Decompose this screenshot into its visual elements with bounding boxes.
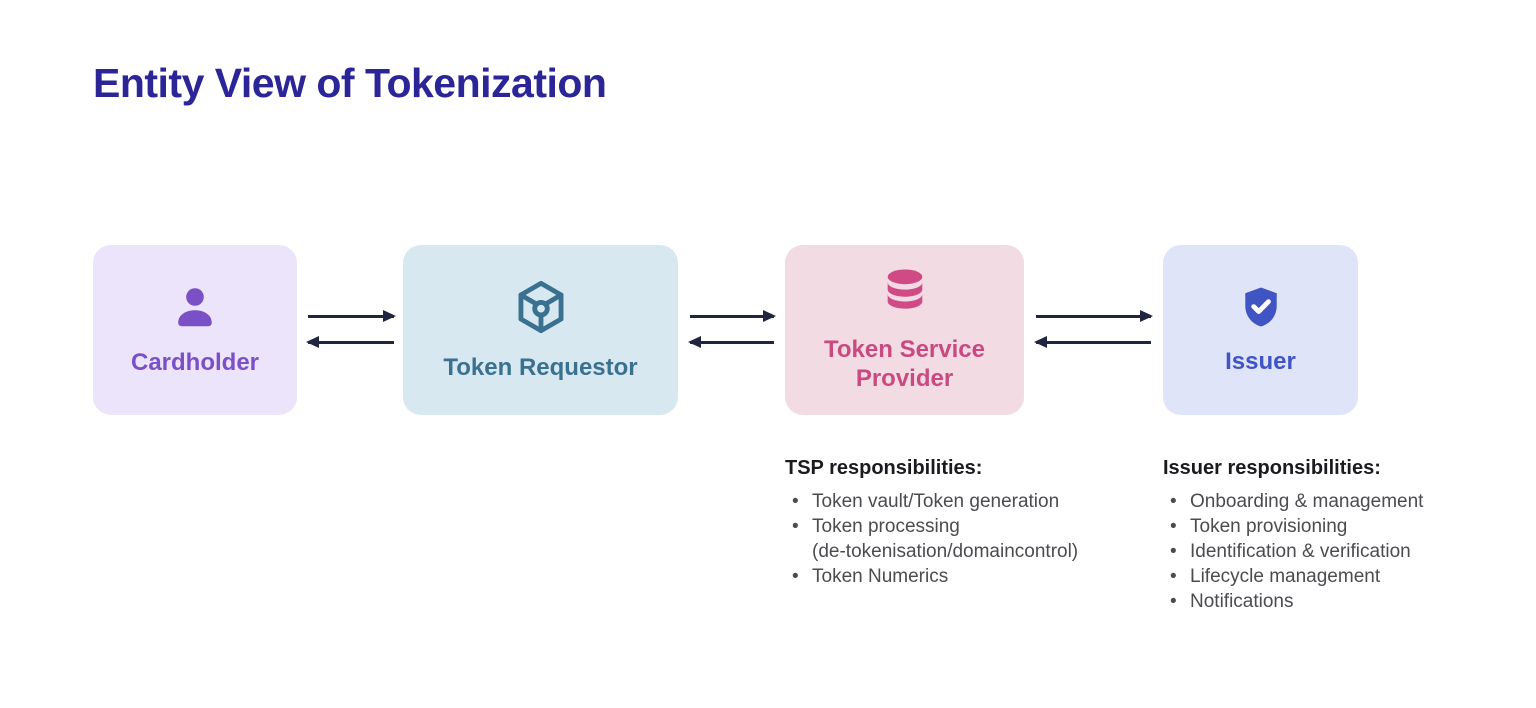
arrow-left-icon (306, 336, 394, 348)
list-item: Notifications (1163, 589, 1473, 614)
arrow-left-icon (1034, 336, 1151, 348)
arrow-left-icon (688, 336, 774, 348)
entity-cardholder: Cardholder (93, 245, 297, 415)
entity-label: Issuer (1225, 347, 1296, 375)
page-title: Entity View of Tokenization (93, 60, 607, 106)
entity-token-service-provider: Token Service Provider (785, 245, 1024, 415)
person-icon (171, 283, 219, 336)
list-item: Token Numerics (785, 564, 1130, 589)
list-item: Token processing (de-tokenisation/domain… (785, 514, 1130, 564)
list-item: Token provisioning (1163, 514, 1473, 539)
list-item: Identification & verification (1163, 539, 1473, 564)
entity-label: Cardholder (130, 348, 259, 376)
issuer-responsibilities: Issuer responsibilities: Onboarding & ma… (1163, 457, 1473, 614)
entity-label: Token Requestor (443, 353, 638, 381)
entity-issuer: Issuer (1163, 245, 1358, 415)
entity-label: Token Service Provider (824, 336, 985, 392)
issuer-responsibilities-heading: Issuer responsibilities: (1163, 457, 1381, 479)
issuer-responsibilities-list: Onboarding & management Token provisioni… (1163, 489, 1473, 614)
tsp-responsibilities-heading: TSP responsibilities: (785, 457, 983, 479)
arrow-right-icon (1036, 310, 1153, 322)
token-cube-icon (512, 278, 570, 341)
arrow-right-icon (308, 310, 396, 322)
list-item: Lifecycle management (1163, 564, 1473, 589)
list-item: Token vault/Token generation (785, 489, 1130, 514)
tsp-responsibilities: TSP responsibilities: Token vault/Token … (785, 457, 1130, 589)
list-item: Onboarding & management (1163, 489, 1473, 514)
arrows-tsp-issuer (1034, 310, 1153, 348)
shield-check-icon (1238, 284, 1284, 335)
tsp-responsibilities-list: Token vault/Token generation Token proce… (785, 489, 1130, 589)
arrows-requestor-tsp (688, 310, 776, 348)
arrow-right-icon (690, 310, 776, 322)
database-icon (879, 266, 931, 323)
entity-token-requestor: Token Requestor (403, 245, 678, 415)
arrows-cardholder-requestor (306, 310, 396, 348)
